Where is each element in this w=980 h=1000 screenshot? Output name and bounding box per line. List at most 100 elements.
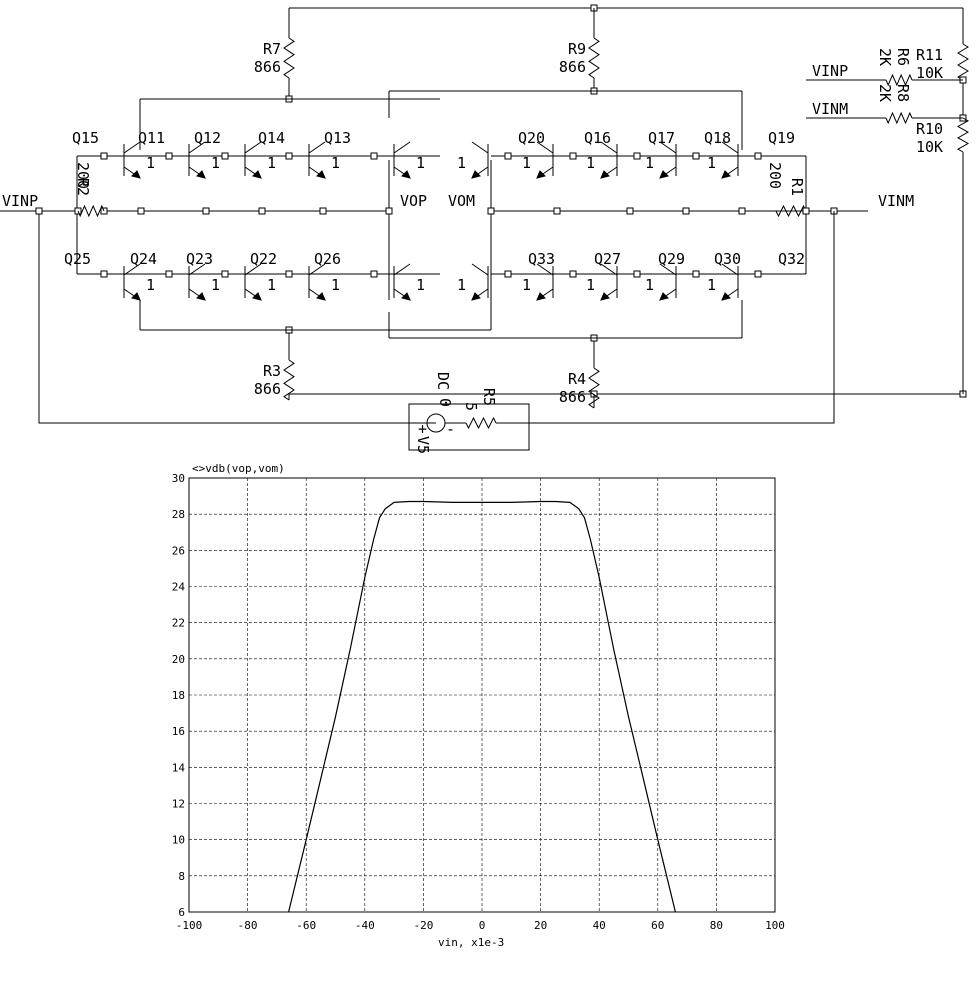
transistor-name-top: Q20 — [518, 129, 545, 147]
x-tick-label: -40 — [355, 919, 375, 932]
transistor-q25 — [123, 263, 141, 301]
transistor-name-bottom: Q22 — [250, 250, 277, 268]
transistor-stroke — [721, 263, 739, 276]
junction — [221, 152, 229, 160]
emitter-arrow — [401, 292, 411, 301]
resistor-ref-r3: R3 — [263, 362, 281, 380]
transistor-q16 — [536, 141, 554, 179]
resistor-ref-r9: R9 — [568, 40, 586, 58]
transistor-area: 1 — [211, 276, 220, 294]
transistor-name-bottom: Q23 — [186, 250, 213, 268]
transistor-stroke — [123, 263, 141, 276]
junction — [370, 270, 378, 278]
transistor-area: 1 — [267, 154, 276, 172]
resistor-value-r11: 10K — [916, 64, 943, 82]
transistor-q22 — [308, 263, 326, 301]
emitter-arrow — [600, 170, 610, 179]
x-tick-label: 40 — [593, 919, 606, 932]
y-tick-label: 26 — [172, 544, 185, 557]
x-tick-label: 60 — [651, 919, 664, 932]
junction — [738, 207, 746, 215]
resistor-ref-r5: R5 — [480, 388, 498, 406]
resistor-ref-r10: R10 — [916, 120, 943, 138]
source-plus-sign: + — [418, 420, 427, 438]
source-type: DC — [434, 372, 452, 390]
y-tick-label: 24 — [172, 581, 186, 594]
transistor-stroke — [600, 263, 618, 276]
junction — [633, 152, 641, 160]
transistor-stroke — [721, 141, 739, 154]
junction — [285, 152, 293, 160]
transistor-stroke — [471, 141, 489, 154]
junction — [802, 207, 810, 215]
junction — [569, 152, 577, 160]
net-label-vom: VOM — [448, 192, 475, 210]
transistor-area: 1 — [707, 276, 716, 294]
series-line — [288, 500, 676, 913]
junction — [682, 207, 690, 215]
transistor-name-bottom: Q30 — [714, 250, 741, 268]
transistor-stroke — [308, 263, 326, 276]
junction — [754, 152, 762, 160]
emitter-arrow — [316, 292, 326, 301]
emitter-arrow — [659, 170, 669, 179]
emitter-arrow — [471, 292, 481, 301]
junction — [258, 207, 266, 215]
transistor-q13 — [393, 141, 411, 179]
transistor-name-bottom: Q29 — [658, 250, 685, 268]
resistor-r1 — [775, 204, 807, 218]
x-axis-label: vin, x1e-3 — [438, 936, 504, 949]
transistor-area: 1 — [211, 154, 220, 172]
transistor-stroke — [536, 263, 554, 276]
emitter-arrow — [316, 170, 326, 179]
transistor-area: 1 — [586, 276, 595, 294]
wire — [38, 211, 436, 424]
junction — [221, 270, 229, 278]
emitter-arrow — [252, 292, 262, 301]
emitter-arrow — [659, 292, 669, 301]
net-label-vinm-divider: VINM — [812, 100, 848, 118]
transistor-area: 1 — [146, 276, 155, 294]
emitter-arrow — [196, 292, 206, 301]
transistor-area: 1 — [331, 276, 340, 294]
transistor-stroke — [536, 141, 554, 154]
transistor-stroke — [244, 141, 262, 154]
transistor-q23 — [244, 263, 262, 301]
resistor-ref-r11: R11 — [916, 46, 943, 64]
transistor-name-top: Q16 — [584, 129, 611, 147]
emitter-arrow — [600, 292, 610, 301]
y-tick-label: 20 — [172, 653, 185, 666]
junction — [553, 207, 561, 215]
resistor-r7 — [283, 37, 295, 79]
emitter-arrow — [131, 170, 141, 179]
transistor-area: 1 — [586, 154, 595, 172]
resistor-r9 — [588, 37, 600, 79]
transistor-stroke — [393, 263, 411, 276]
junction — [165, 270, 173, 278]
junction — [100, 152, 108, 160]
junction — [626, 207, 634, 215]
resistor-r5 — [465, 416, 497, 430]
transistor-area: 1 — [707, 154, 716, 172]
resistor-value-r1: 200 — [766, 162, 784, 189]
resistor-value-r5: 5 — [462, 402, 480, 411]
transistor-name-top: Q14 — [258, 129, 285, 147]
resistor-ref-r4: R4 — [568, 370, 586, 388]
transistor-name-top: Q18 — [704, 129, 731, 147]
resistor-r2 — [77, 204, 105, 218]
resistor-value-r9: 866 — [559, 58, 586, 76]
transistor-q15 — [123, 141, 141, 179]
net-label-vop: VOP — [400, 192, 427, 210]
y-tick-label: 30 — [172, 472, 185, 485]
resistor-value-r2: 200 — [74, 162, 92, 189]
junction — [370, 152, 378, 160]
y-tick-label: 6 — [178, 906, 185, 919]
y-tick-label: 16 — [172, 725, 185, 738]
transistor-q30 — [659, 263, 677, 301]
net-label-vinp-left: VINP — [2, 192, 38, 210]
resistor-value-r4: 866 — [559, 388, 586, 406]
transistor-name-top: Q11 — [138, 129, 165, 147]
transistor-q32 — [721, 263, 739, 301]
